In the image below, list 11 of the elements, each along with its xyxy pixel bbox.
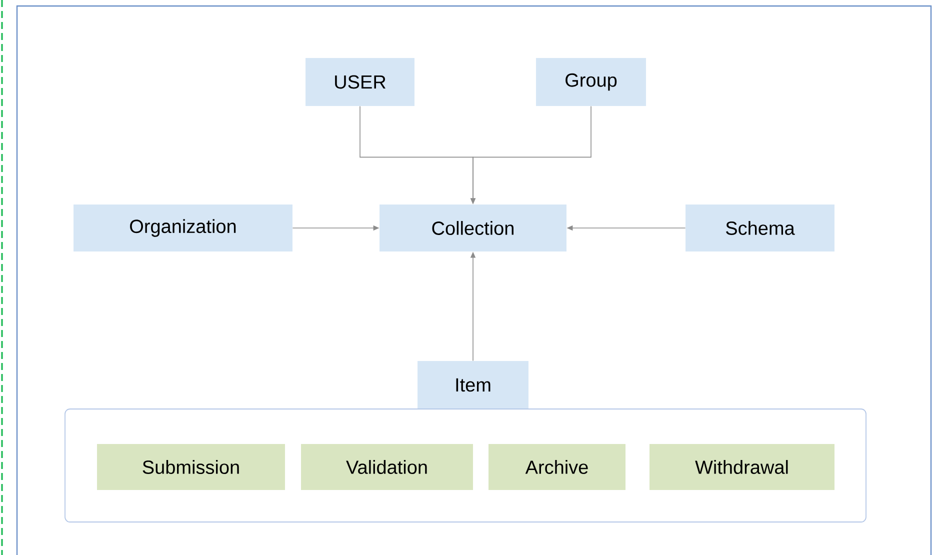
stage-box: Archive xyxy=(488,444,626,490)
entity-box: Organization xyxy=(74,204,292,252)
entity-box: Schema xyxy=(686,204,834,252)
entity-box: Collection xyxy=(380,204,566,252)
stage-box: Validation xyxy=(301,444,473,490)
entity-box: Group xyxy=(536,58,646,106)
entity-box: Item xyxy=(418,361,528,409)
stage-box: Submission xyxy=(97,444,285,490)
group-container xyxy=(64,408,866,522)
entity-box: USER xyxy=(306,58,414,106)
stage-box: Withdrawal xyxy=(650,444,834,490)
